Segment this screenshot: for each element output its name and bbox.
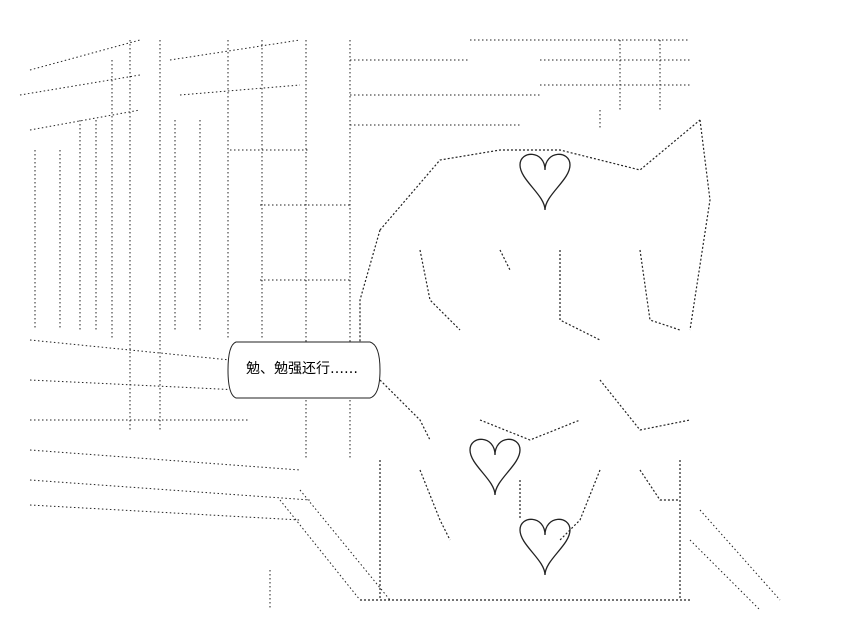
speech-bubble-text: 勉、勉强还行…… [246,361,358,377]
